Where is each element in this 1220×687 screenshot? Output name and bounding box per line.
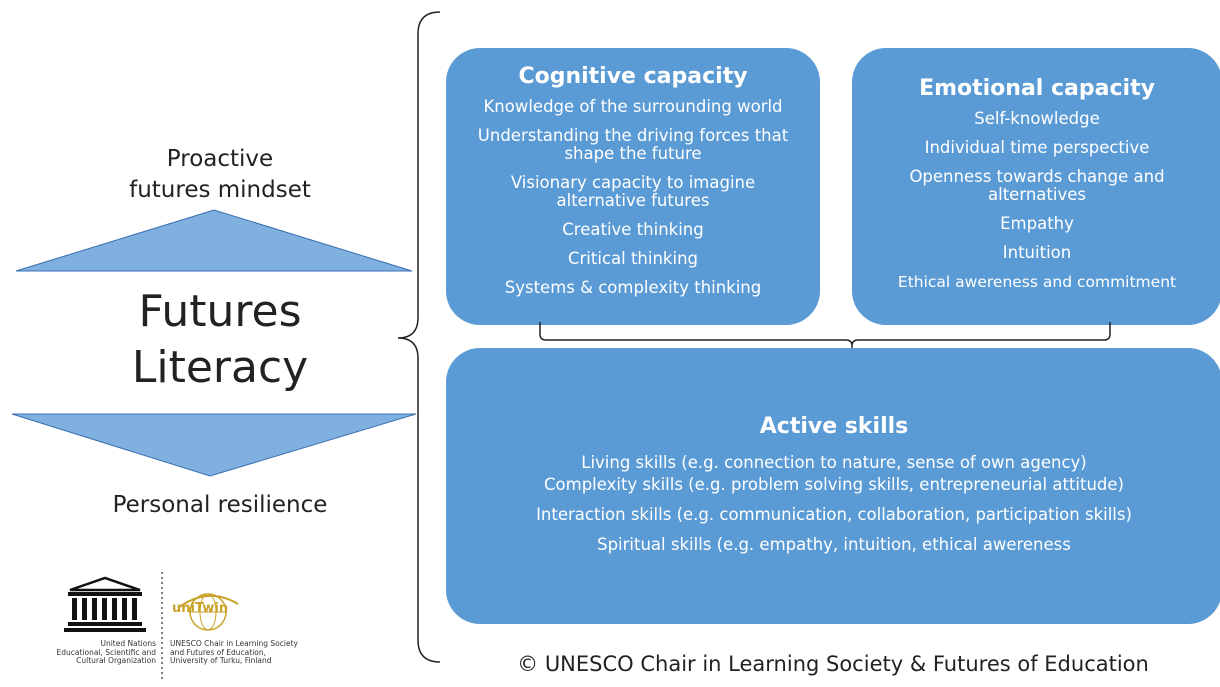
list-item: Openness towards change and alternatives — [909, 167, 1165, 204]
active-list: Living skills (e.g. connection to nature… — [446, 453, 1220, 555]
emotional-list: Self-knowledge Individual time perspecti… — [852, 109, 1220, 292]
list-item: Systems & complexity thinking — [504, 278, 762, 297]
list-item: Understanding the driving forces that sh… — [477, 126, 789, 163]
list-item: Critical thinking — [568, 249, 698, 268]
proactive-mindset-label: Proactive futures mindset — [129, 146, 311, 203]
down-triangle — [11, 413, 417, 477]
connector-bracket — [539, 322, 1111, 354]
emotional-capacity-box: Emotional capacity Self-knowledge Indivi… — [852, 48, 1220, 325]
list-item: Spiritual skills (e.g. empathy, intuitio… — [597, 535, 1071, 554]
active-title: Active skills — [759, 414, 909, 439]
list-item: Visionary capacity to imagine alternativ… — [510, 173, 756, 210]
list-item: Empathy — [1000, 214, 1074, 233]
list-item: Creative thinking — [562, 220, 704, 239]
logo-divider — [161, 572, 163, 682]
curly-brace — [397, 11, 440, 663]
futures-literacy-title: Futures Literacy — [131, 286, 309, 393]
unitwin-wordmark: uniTwin — [172, 601, 228, 616]
cognitive-capacity-box: Cognitive capacity Knowledge of the surr… — [446, 48, 820, 325]
emotional-title: Emotional capacity — [919, 76, 1155, 101]
list-item: Knowledge of the surrounding world — [483, 97, 783, 116]
copyright-notice: © UNESCO Chair in Learning Society & Fut… — [517, 652, 1149, 676]
active-skills-box: Active skills Living skills (e.g. connec… — [446, 348, 1220, 624]
chair-caption: UNESCO Chair in Learning Society and Fut… — [170, 639, 298, 665]
cognitive-title: Cognitive capacity — [518, 64, 748, 89]
list-item: Self-knowledge — [974, 109, 1100, 128]
up-triangle — [15, 209, 413, 272]
personal-resilience-label: Personal resilience — [112, 492, 328, 518]
list-item: Ethical awereness and commitment — [897, 273, 1177, 291]
cognitive-list: Knowledge of the surrounding world Under… — [446, 98, 820, 297]
futures-literacy-shapes — [11, 11, 440, 663]
unesco-caption: United Nations Educational, Scientific a… — [56, 639, 157, 665]
unesco-logo — [64, 576, 146, 632]
list-item: Complexity skills (e.g. problem solving … — [544, 475, 1124, 494]
list-item: Intuition — [1002, 243, 1072, 262]
unitwin-logo: uniTwin — [172, 593, 239, 631]
list-item: Living skills (e.g. connection to nature… — [581, 453, 1087, 472]
list-item: Individual time perspective — [924, 138, 1150, 157]
list-item: Interaction skills (e.g. communication, … — [536, 505, 1132, 524]
